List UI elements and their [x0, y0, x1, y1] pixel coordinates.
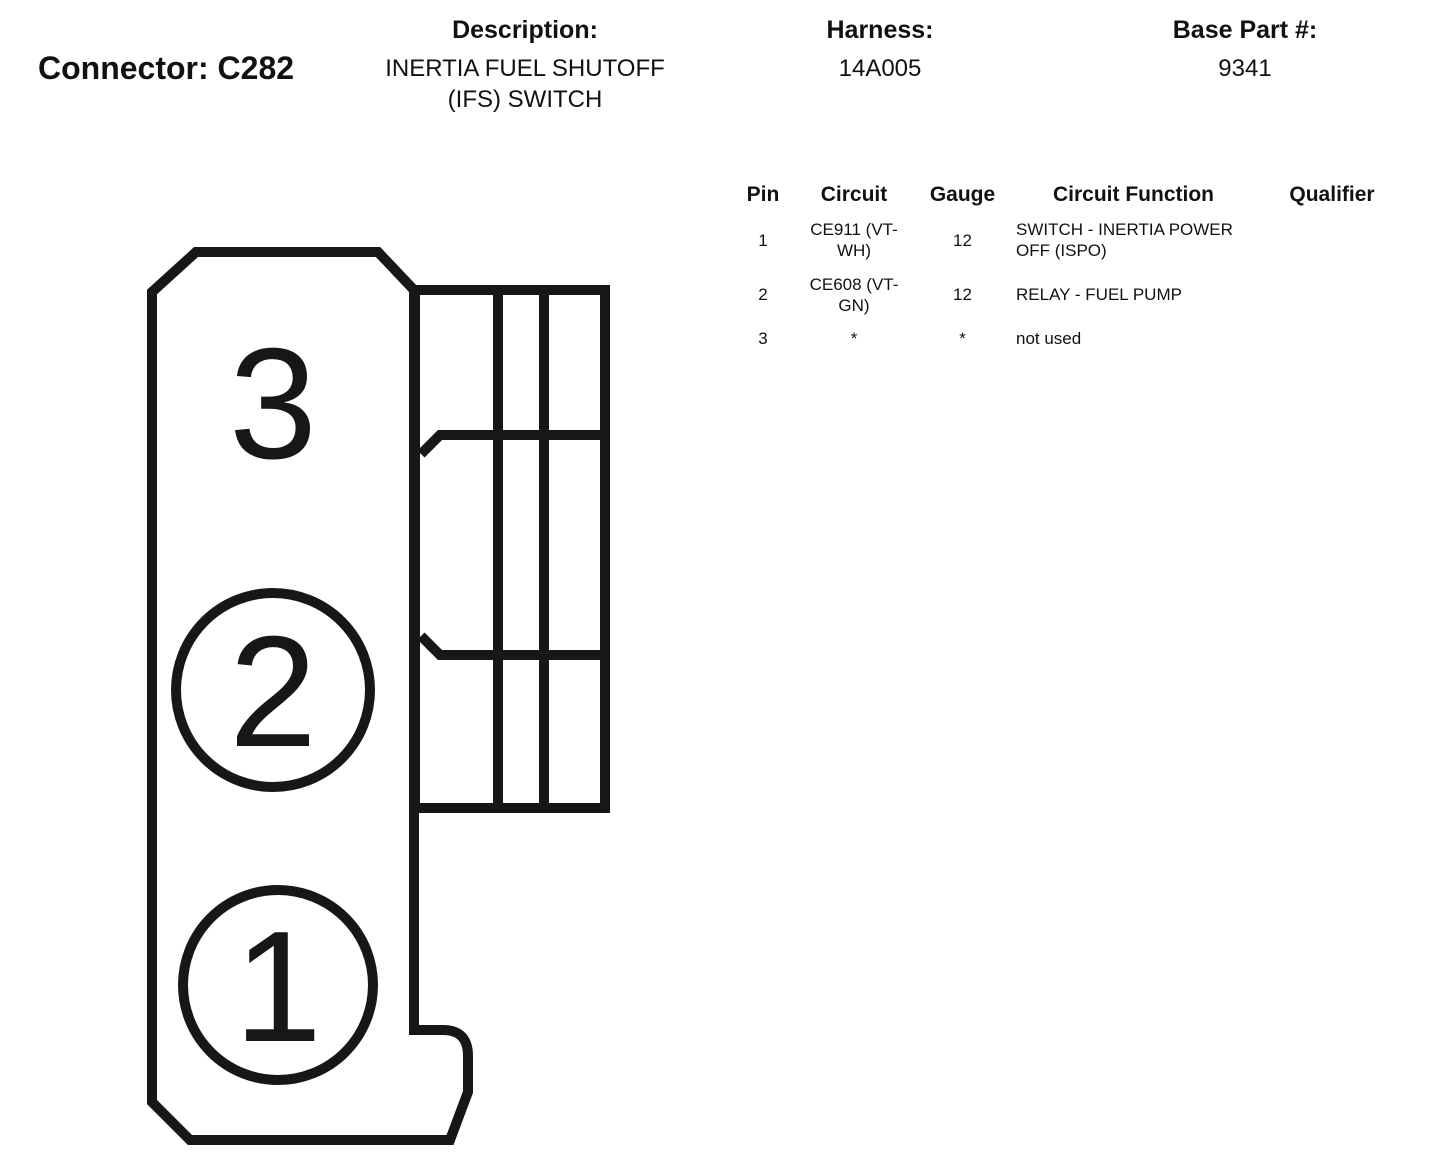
col-header-gauge: Gauge	[929, 183, 996, 206]
cell-function: not used	[1016, 329, 1082, 348]
pin-table-header: Pin Circuit Gauge Circuit Function Quali…	[733, 183, 1407, 207]
pin-2-label: 2	[229, 604, 317, 780]
cell-pin: 3	[758, 329, 768, 348]
pin-3-label: 3	[229, 316, 317, 492]
connector-body-outline	[147, 247, 473, 1145]
pin-2-circle	[171, 588, 375, 792]
base-part-block: Base Part #: 9341	[1085, 16, 1405, 84]
cell-gauge: 12	[953, 285, 972, 305]
base-part-label: Base Part #:	[1172, 16, 1318, 44]
col-header-circuit: Circuit	[820, 183, 888, 206]
connector-title: Connector: C282	[38, 50, 295, 86]
col-header-function: Circuit Function	[1053, 183, 1214, 206]
base-part-value: 9341	[1218, 55, 1272, 82]
table-row: 2 CE608 (VT-GN) 12 RELAY - FUEL PUMP	[733, 268, 1407, 323]
table-row: 1 CE911 (VT-WH) 12 SWITCH - INERTIA POWE…	[733, 213, 1407, 268]
harness-label: Harness:	[826, 16, 934, 44]
cell-pin: 1	[758, 230, 768, 250]
latch-line-upper	[417, 430, 605, 458]
col-header-pin: Pin	[746, 183, 780, 206]
pin-table: Pin Circuit Gauge Circuit Function Quali…	[733, 183, 1407, 355]
cell-circuit: CE911 (VT-WH)	[810, 220, 898, 261]
latch-line-lower	[417, 632, 605, 660]
cell-circuit: *	[850, 329, 858, 348]
harness-block: Harness: 14A005	[780, 16, 980, 84]
cell-circuit: CE608 (VT-GN)	[809, 274, 899, 315]
cell-function: RELAY - FUEL PUMP	[1016, 285, 1182, 305]
lug-outline	[410, 285, 610, 813]
cell-gauge: 12	[953, 230, 972, 250]
pin-1-label: 1	[234, 899, 322, 1075]
description-label: Description:	[452, 16, 598, 44]
mounting-lug	[410, 285, 610, 813]
pin-1-circle	[178, 885, 378, 1085]
description-block: Description: INERTIA FUEL SHUTOFF (IFS) …	[375, 16, 675, 115]
col-header-qualifier: Qualifier	[1289, 183, 1375, 206]
cell-function: SWITCH - INERTIA POWER OFF (ISPO)	[1016, 220, 1233, 261]
table-row: 3 * * not used	[733, 322, 1407, 355]
cell-pin: 2	[758, 285, 768, 305]
harness-value: 14A005	[838, 55, 922, 82]
description-value: INERTIA FUEL SHUTOFF (IFS) SWITCH	[385, 55, 665, 114]
connector-diagram: 3 2 1	[147, 247, 610, 1145]
cell-gauge: *	[959, 329, 966, 348]
